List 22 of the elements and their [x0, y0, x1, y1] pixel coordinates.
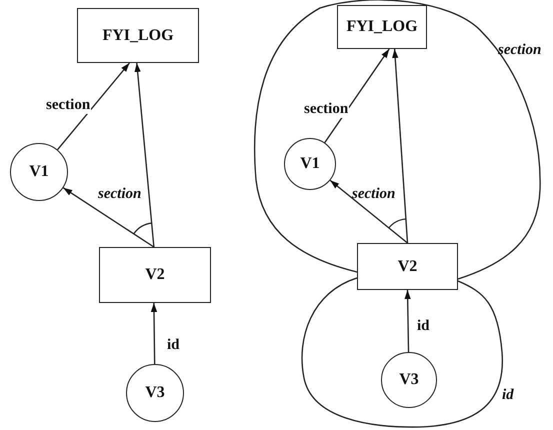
arc-label: section: [98, 186, 142, 202]
arrow: [134, 62, 155, 248]
arrow: [330, 180, 408, 244]
region-label: section: [498, 42, 542, 59]
edge-label: section: [45, 97, 92, 114]
node-circle: V3: [126, 364, 184, 422]
arrow: [57, 62, 130, 150]
region-label: id: [502, 387, 514, 404]
node-circle: V1: [284, 138, 336, 190]
node-box: V2: [357, 243, 458, 290]
arrow: [324, 48, 390, 143]
arrow: [62, 187, 154, 248]
arrow: [404, 290, 411, 352]
node-box: FYI_LOG: [337, 5, 427, 49]
arrow: [150, 303, 158, 364]
edge-label: section: [303, 101, 350, 118]
arrow: [392, 48, 408, 244]
node-box: FYI_LOG: [77, 8, 199, 63]
node-circle: V1: [10, 143, 68, 201]
arc-label: section: [352, 186, 396, 202]
node-box: V2: [99, 247, 211, 303]
node-circle: V3: [381, 352, 437, 408]
